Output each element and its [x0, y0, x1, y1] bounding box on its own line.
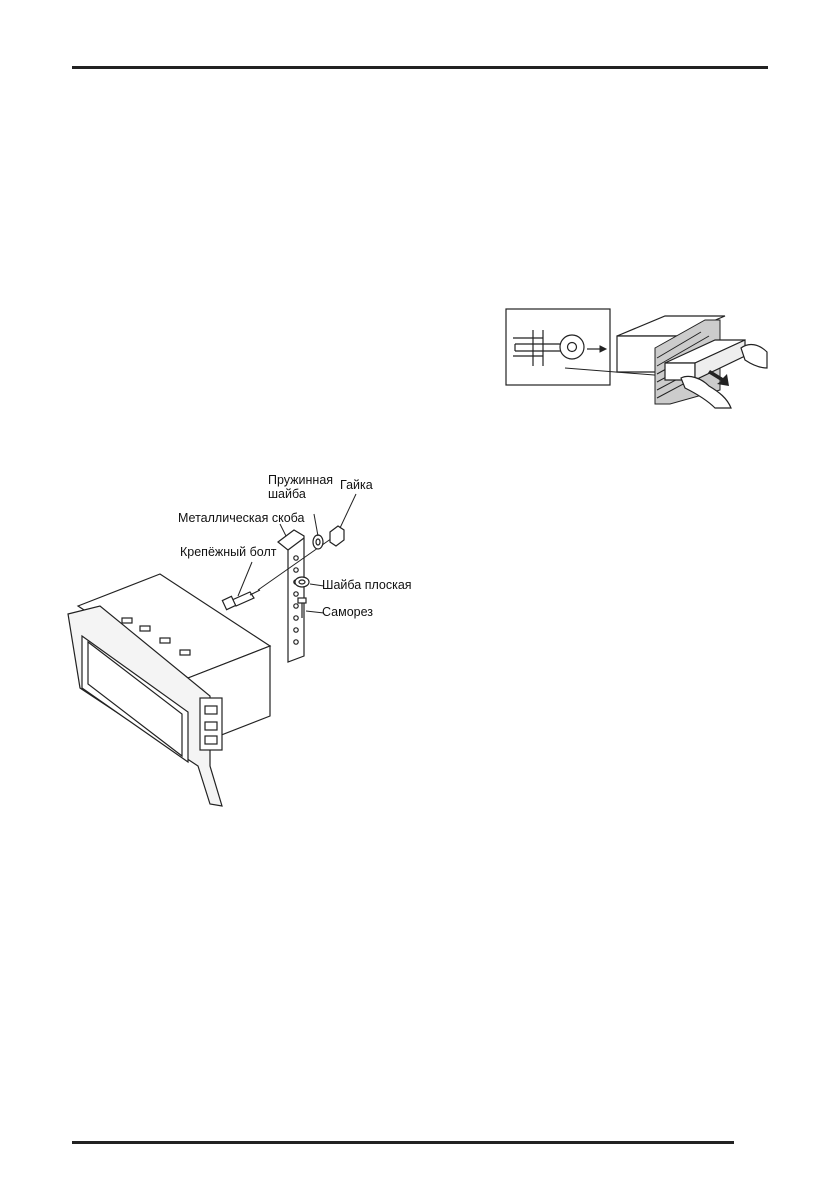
spring-washer-label: Пружинная шайба: [268, 473, 334, 501]
flat-washer-label: Шайба плоская: [322, 578, 412, 592]
screw-icon: [297, 597, 307, 604]
removal-illustration: [505, 308, 770, 412]
footer-rule: [72, 1141, 734, 1144]
bolt-icon: [221, 589, 261, 611]
nut-label: Гайка: [340, 478, 373, 492]
header-rule: [72, 66, 768, 69]
mounting-illustration: [60, 466, 460, 816]
key-icon: [513, 330, 585, 366]
mount-bolt-label: Крепёжный болт: [180, 545, 277, 559]
nut-icon: [329, 525, 345, 547]
mounting-drawing: [67, 493, 357, 807]
removal-drawing: [505, 308, 768, 409]
pull-arrow-icon: [708, 370, 729, 386]
self-tapping-screw-label: Саморез: [322, 605, 374, 619]
arrow-right-icon: [587, 345, 608, 353]
metal-bracket-label: Металлическая скоба: [178, 511, 305, 525]
